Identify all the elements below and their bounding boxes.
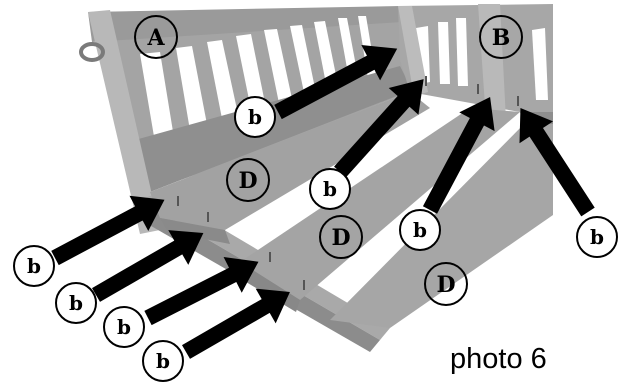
bolt-icons: [177, 76, 519, 290]
label-d-3: D: [424, 262, 468, 306]
slat-d-1: [150, 92, 430, 244]
bolt-label: b: [13, 245, 55, 287]
arrow-icon: [144, 257, 259, 326]
label-d-text: D: [331, 225, 350, 251]
bolt-label: b: [55, 282, 97, 324]
bolt-label-text: b: [323, 177, 337, 201]
bolt-label-text: b: [27, 254, 41, 278]
bolt-labels: b b b b b b b b: [13, 96, 618, 382]
label-d-text: D: [238, 168, 257, 194]
label-b-part: B: [479, 15, 523, 59]
bolt-label-text: b: [69, 291, 83, 315]
label-a: A: [134, 15, 178, 59]
bolt-label: b: [234, 96, 276, 138]
arrows: [51, 45, 595, 359]
label-d-text: D: [436, 272, 455, 298]
label-d-1: D: [226, 158, 270, 202]
label-a-text: A: [146, 25, 165, 51]
bolt-label-text: b: [590, 225, 604, 249]
arrow-icon: [274, 45, 398, 120]
label-d-2: D: [319, 215, 363, 259]
hanger-ring-icon: [79, 42, 105, 62]
arrow-icon: [92, 230, 204, 302]
crib-end-panel-a: [88, 6, 420, 234]
bolt-label-text: b: [156, 349, 170, 373]
arrow-icon: [422, 96, 495, 214]
bolt-label: b: [142, 340, 184, 382]
bolt-label: b: [576, 216, 618, 258]
crib-end-panel-b: [398, 4, 553, 120]
figure-caption: photo 6: [450, 343, 547, 375]
bolt-label: b: [103, 306, 145, 348]
arrow-icon: [334, 79, 424, 178]
arrow-icon: [519, 108, 595, 217]
arrow-icon: [51, 195, 165, 266]
label-b-text: B: [492, 25, 511, 51]
bolt-label: b: [309, 168, 351, 210]
arrow-icon: [182, 288, 290, 359]
bolt-label-text: b: [117, 315, 131, 339]
bolt-label-text: b: [413, 218, 427, 242]
bolt-label: b: [399, 209, 441, 251]
bolt-label-text: b: [248, 105, 262, 129]
